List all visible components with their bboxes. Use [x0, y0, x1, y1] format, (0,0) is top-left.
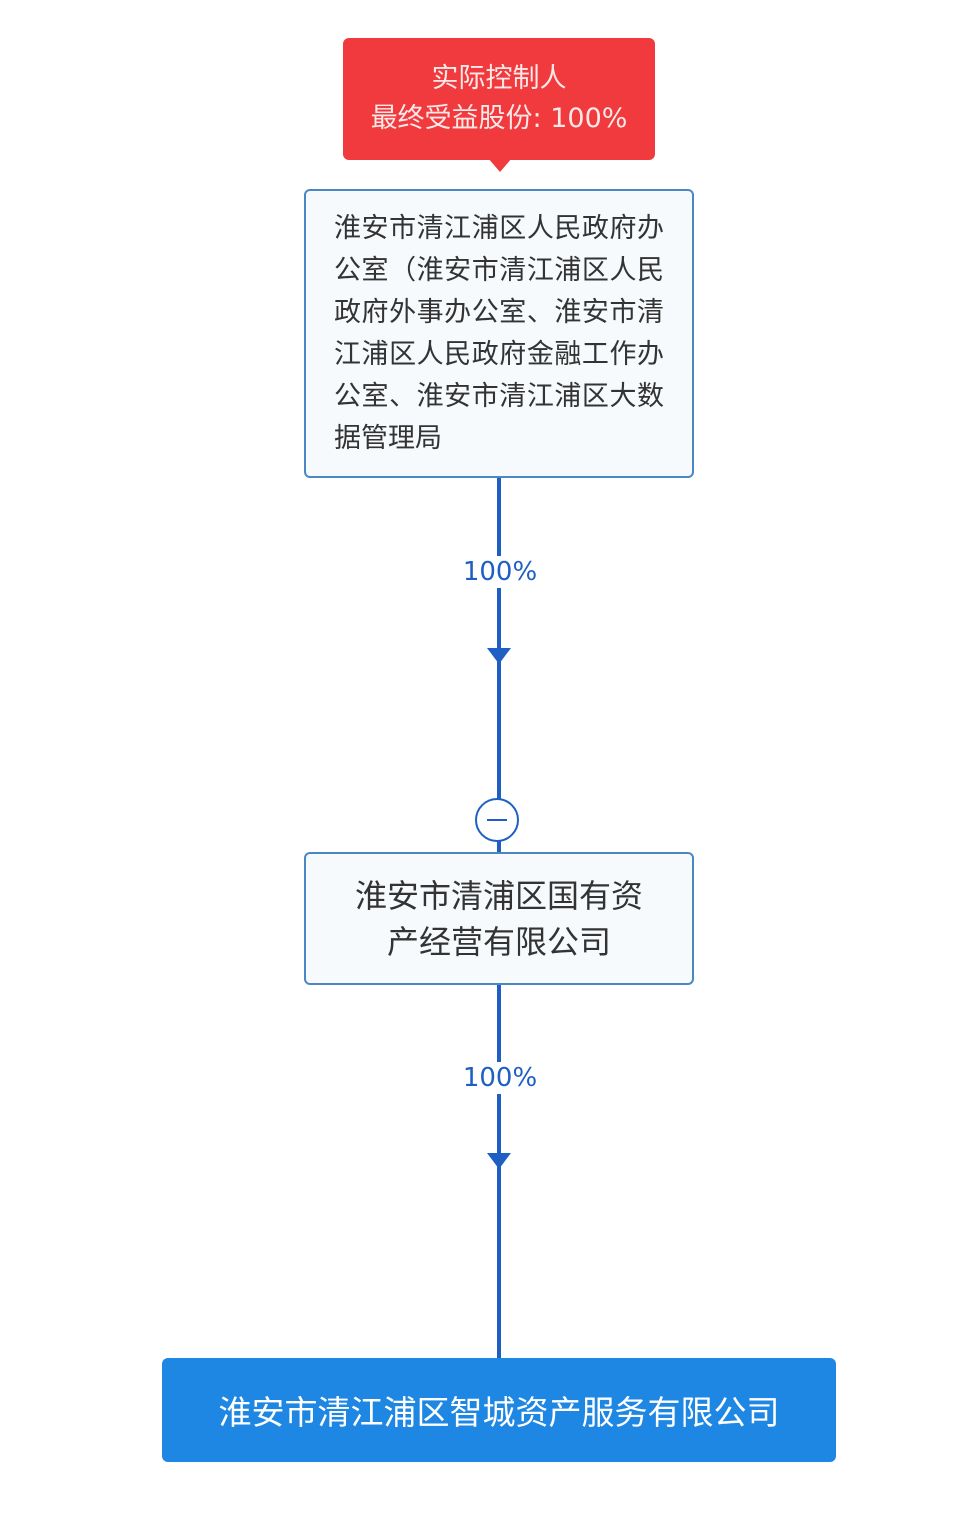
edge-percent-1: 100% — [440, 556, 560, 588]
edge-line-2 — [497, 985, 501, 1358]
edge-percent-2: 100% — [440, 1062, 560, 1094]
collapse-minus-button[interactable] — [475, 798, 519, 842]
node-name: 淮安市清江浦区人民政府办公室（淮安市清江浦区人民政府外事办公室、淮安市清江浦区人… — [334, 212, 664, 454]
node-state-asset-company[interactable]: 淮安市清浦区国有资产经营有限公司 — [304, 852, 694, 985]
node-target-company[interactable]: 淮安市清江浦区智城资产服务有限公司 — [162, 1358, 836, 1462]
edge-line-1 — [497, 478, 501, 852]
node-government-office[interactable]: 淮安市清江浦区人民政府办公室（淮安市清江浦区人民政府外事办公室、淮安市清江浦区人… — [304, 189, 694, 478]
beneficial-share-label: 最终受益股份: 100% — [370, 103, 628, 134]
actual-controller-tag: 实际控制人 最终受益股份: 100% — [343, 38, 655, 160]
controller-label: 实际控制人 — [431, 63, 567, 94]
node-name: 淮安市清浦区国有资产经营有限公司 — [354, 876, 643, 961]
arrow-down-icon — [487, 1153, 511, 1169]
arrow-down-icon — [487, 648, 511, 664]
node-name: 淮安市清江浦区智城资产服务有限公司 — [218, 1393, 780, 1432]
tag-pointer — [488, 158, 512, 172]
